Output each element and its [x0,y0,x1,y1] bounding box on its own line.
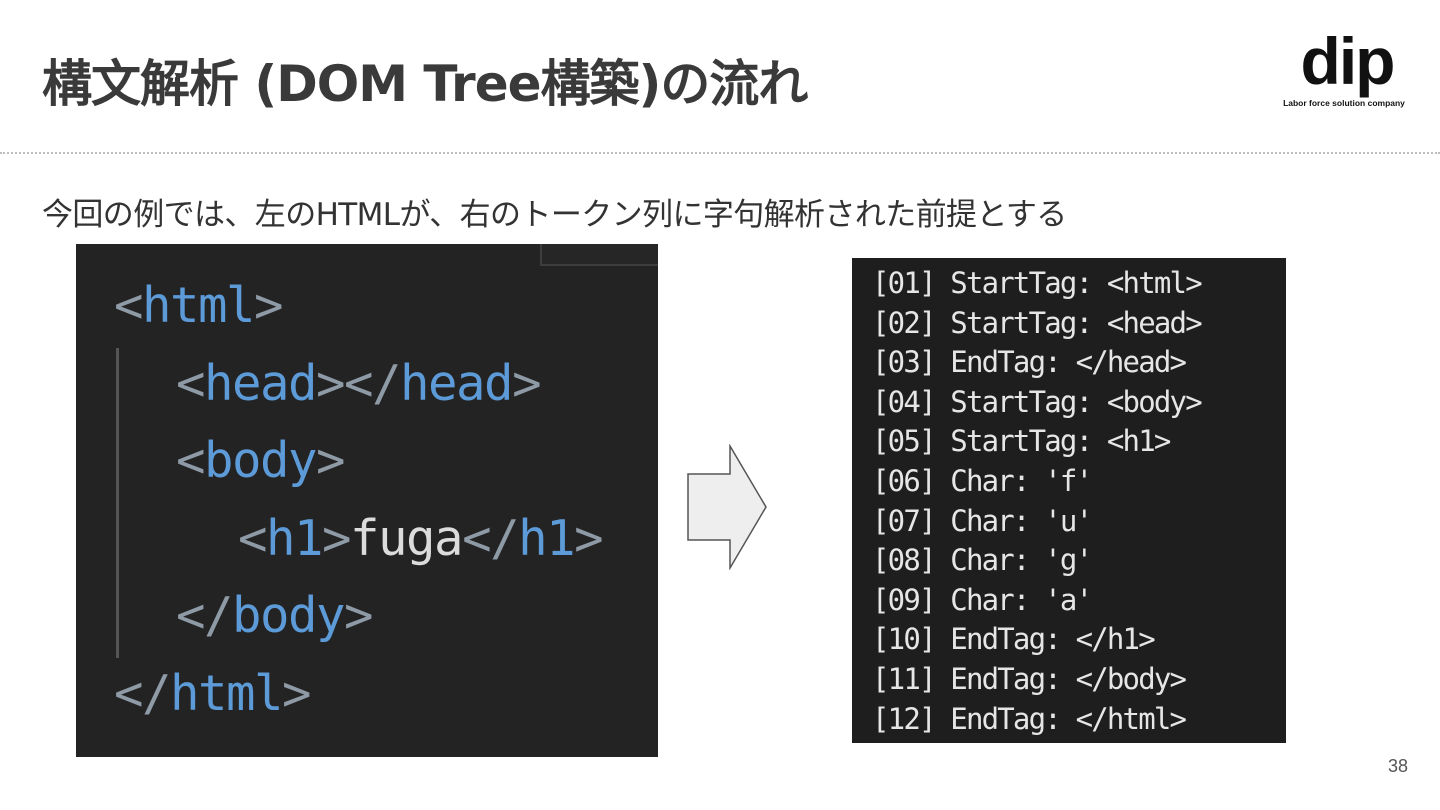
code-line: <h1>fuga</h1> [238,504,604,574]
code-token-punct: < [176,432,206,489]
token-line: [02] StartTag: <head> [872,305,1203,340]
code-token-punct: < [114,277,144,334]
code-token-punct: ></ [316,354,402,412]
dip-logo: dip Labor force solution company [1268,28,1420,114]
code-token-punct: < [238,509,268,567]
code-line: <body> [176,426,346,496]
logo-wordmark: dip [1300,24,1396,98]
token-line: [06] Char: 'f' [872,464,1093,498]
editor-tab-edge [540,244,658,266]
slide-title: 構文解析 (DOM Tree構築)の流れ [42,55,808,113]
token-line: [09] Char: 'a' [872,582,1093,617]
code-token-punct: < [176,354,206,412]
code-token-punct: > [512,354,542,412]
code-token-tag: html [142,277,256,334]
token-line: [05] StartTag: <h1> [872,424,1171,459]
token-line: [01] StartTag: <html> [872,266,1203,300]
code-token-punct: > [282,664,312,722]
code-token-punct: </ [114,664,172,722]
token-line: [12] EndTag: </html> [872,701,1187,736]
code-line: <head></head> [176,349,542,419]
code-token-tag: h1 [266,509,324,567]
token-line: [11] EndTag: </body> [872,662,1187,696]
code-token-punct: </ [176,587,234,644]
code-token-punct: > [322,509,352,567]
logo-tagline: Labor force solution company [1283,98,1405,108]
indent-guide [116,348,119,658]
code-token-punct: > [316,432,346,489]
code-token-tag: head [204,354,318,412]
code-token-tag: html [170,664,284,722]
slide-subtitle: 今回の例では、左のHTMLが、右のトークン列に字句解析された前提とする [42,197,1067,233]
token-line: [04] StartTag: <body> [872,384,1203,419]
code-line: <html> [114,271,284,341]
code-line: </body> [176,581,374,651]
code-token-tag: body [232,587,346,644]
code-token-punct: > [344,587,374,644]
html-code-panel: <html><head></head><body><h1>fuga</h1></… [76,244,658,757]
right-arrow-icon [687,444,767,570]
code-token-tag: body [204,432,318,489]
token-line: [07] Char: 'u' [872,503,1093,538]
code-token-punct: </ [462,509,520,567]
code-token-tag: h1 [518,509,576,567]
header-divider [0,152,1440,154]
code-token-text: fuga [350,509,464,567]
token-list-panel: [01] StartTag: <html> [02] StartTag: <hea… [852,258,1286,743]
code-token-punct: > [574,509,604,567]
token-line: [10] EndTag: </h1> [872,622,1156,657]
token-line: [03] EndTag: </head> [872,345,1187,380]
code-line: </html> [114,659,312,729]
code-token-punct: > [254,277,284,334]
token-line: [08] Char: 'g' [872,543,1093,578]
page-number: 38 [1387,756,1408,776]
code-token-tag: head [400,354,514,412]
